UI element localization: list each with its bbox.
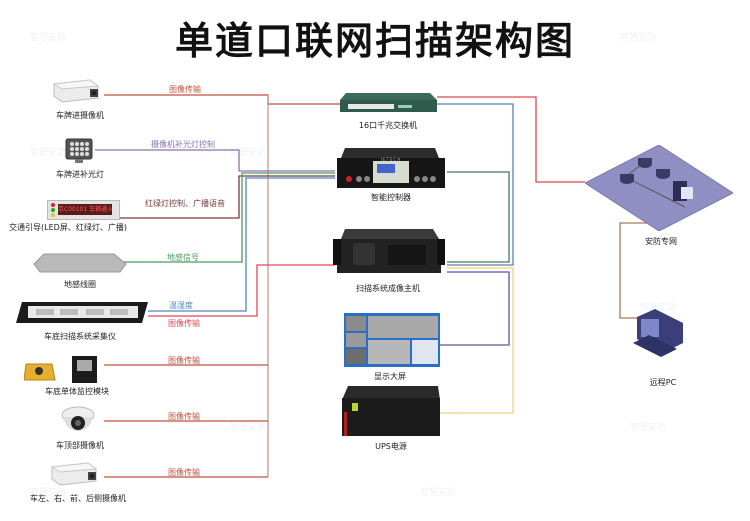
- wire-humidity: [148, 177, 335, 312]
- device-label-remote-pc: 远程PC: [649, 378, 677, 387]
- wire-traffic-control: [118, 175, 335, 219]
- edge-label-module-image: 图像传输: [168, 356, 200, 365]
- info-panel: [412, 340, 438, 364]
- device-label-under-scanner: 车底扫描系统采集仪: [44, 332, 116, 341]
- diagram-title: 单道口联网扫描架构图: [174, 19, 575, 63]
- edge-label-humidity: 温湿度: [169, 301, 193, 310]
- security-network-icon: [585, 145, 733, 231]
- device-label-side-camera: 车左、右、前、后侧摄像机: [30, 494, 126, 503]
- wire-switch-host: [437, 103, 514, 266]
- wire-scanner-image: [148, 264, 335, 317]
- rack-server-icon: [333, 229, 445, 273]
- box-camera-icon: [50, 462, 98, 486]
- video-tile: [346, 316, 366, 331]
- traffic-light-icon: [51, 203, 55, 217]
- fill-light-icon: [65, 138, 93, 163]
- edge-label-scanner-image: 图像传输: [168, 319, 200, 328]
- watermark: 智慧安防: [30, 33, 67, 43]
- dome-camera-icon: [61, 406, 95, 431]
- watermark: 智慧安防: [630, 423, 667, 433]
- watermark: 智慧安防: [230, 423, 267, 433]
- device-label-host: 扫描系统成像主机: [356, 284, 420, 293]
- device-label-security-network: 安防专网: [645, 237, 677, 246]
- device-label-under-module: 车底单体监控模块: [45, 387, 109, 396]
- video-tile: [346, 349, 366, 364]
- box-camera-icon: [52, 79, 100, 103]
- edge-label-side-image: 图像传输: [168, 468, 200, 477]
- device-label-controller: 智能控制器: [371, 193, 411, 202]
- under-scanner-icon: [16, 302, 148, 323]
- watermark: 智慧安防: [230, 148, 267, 158]
- wire-network-pc: [619, 222, 653, 319]
- edge-label-traffic-control: 红绿灯控制、广播语音: [145, 199, 225, 208]
- watermark: 智慧安防: [30, 148, 67, 158]
- video-tile: [346, 333, 366, 347]
- ground-loop-icon: [33, 253, 127, 273]
- edge-label-plate-image: 图像传输: [169, 85, 201, 94]
- device-label-ground-loop: 地感线圈: [64, 280, 96, 289]
- device-label-fill-light: 车牌进补光灯: [56, 170, 104, 179]
- edge-label-loop-signal: 地感信号: [167, 253, 199, 262]
- edge-label-light-control: 摄像机补光灯控制: [151, 140, 215, 149]
- display-screen-device: [344, 313, 440, 367]
- watermark: 智慧安防: [420, 488, 457, 498]
- smart-controller-device: JETECH: [335, 148, 447, 188]
- device-label-plate-camera: 车牌进摄像机: [56, 111, 104, 120]
- device-label-top-camera: 车顶部摄像机: [56, 441, 104, 450]
- wire-controller-host: [447, 171, 510, 263]
- under-module-icon: [24, 356, 97, 383]
- remote-pc-icon: [633, 309, 683, 357]
- watermark: 智慧安防: [30, 488, 67, 498]
- network-switch-icon: [340, 93, 437, 112]
- ups-power-icon: [342, 386, 440, 436]
- device-label-switch: 16口千兆交换机: [358, 121, 418, 130]
- device-label-traffic-guide: 交通引导(LED屏、红绿灯、广播): [9, 223, 127, 232]
- wire-host-ups: [440, 267, 514, 414]
- watermark: 智慧安防: [620, 33, 657, 43]
- led-screen: 京C00101 车辆通入: [58, 204, 112, 215]
- wire-host-display: [440, 271, 510, 346]
- video-tile: [368, 316, 438, 338]
- controller-brand: JETECH: [380, 157, 402, 162]
- wire-switch-network: [437, 96, 585, 183]
- edge-label-top-image: 图像传输: [168, 412, 200, 421]
- watermark: 智慧安防: [640, 303, 677, 313]
- device-label-display: 显示大屏: [374, 372, 406, 381]
- wire-plate-camera-image: [104, 94, 340, 105]
- video-tile: [368, 340, 410, 364]
- traffic-guide-device: 京C00101 车辆通入: [47, 200, 120, 220]
- controller-chassis-icon: [337, 148, 445, 188]
- wire-fill-light-control: [95, 149, 335, 172]
- wire-ground-loop: [122, 172, 335, 263]
- device-label-ups: UPS电源: [375, 442, 407, 451]
